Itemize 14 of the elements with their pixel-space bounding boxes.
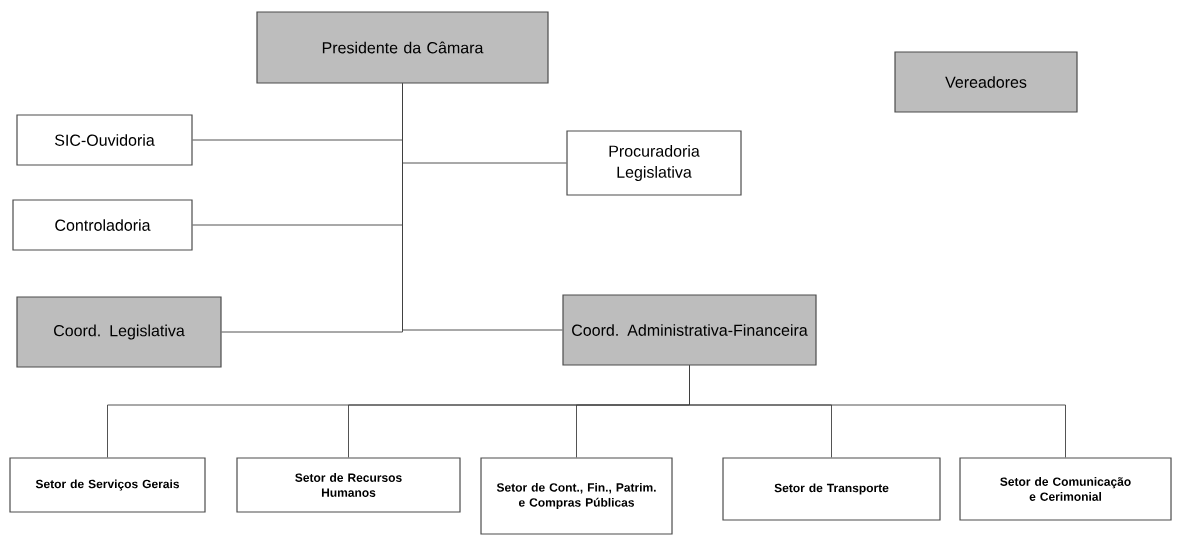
unit-box: Procuradoria Legislativa [566,130,742,196]
connector-line [402,83,563,331]
unit-box: Presidente da Câmara [256,11,549,84]
connector-line [689,365,1066,458]
unit-box: Vereadores [894,51,1078,113]
unit-box: Coord. Legislativa [16,296,222,368]
unit-box: Setor de Comunicação e Cerimonial [959,457,1172,521]
unit-box: Controladoria [12,199,193,251]
unit-box: Coord. Administrativa-Financeira [562,294,817,366]
unit-box: Setor de Transporte [722,457,941,521]
unit-box: Setor de Recursos Humanos [236,457,461,513]
unit-box: SIC-Ouvidoria [16,114,193,166]
unit-box: Setor de Cont., Fin., Patrim. e Compras Públicas [480,457,673,535]
unit-box: Setor de Serviços Gerais [9,457,206,513]
